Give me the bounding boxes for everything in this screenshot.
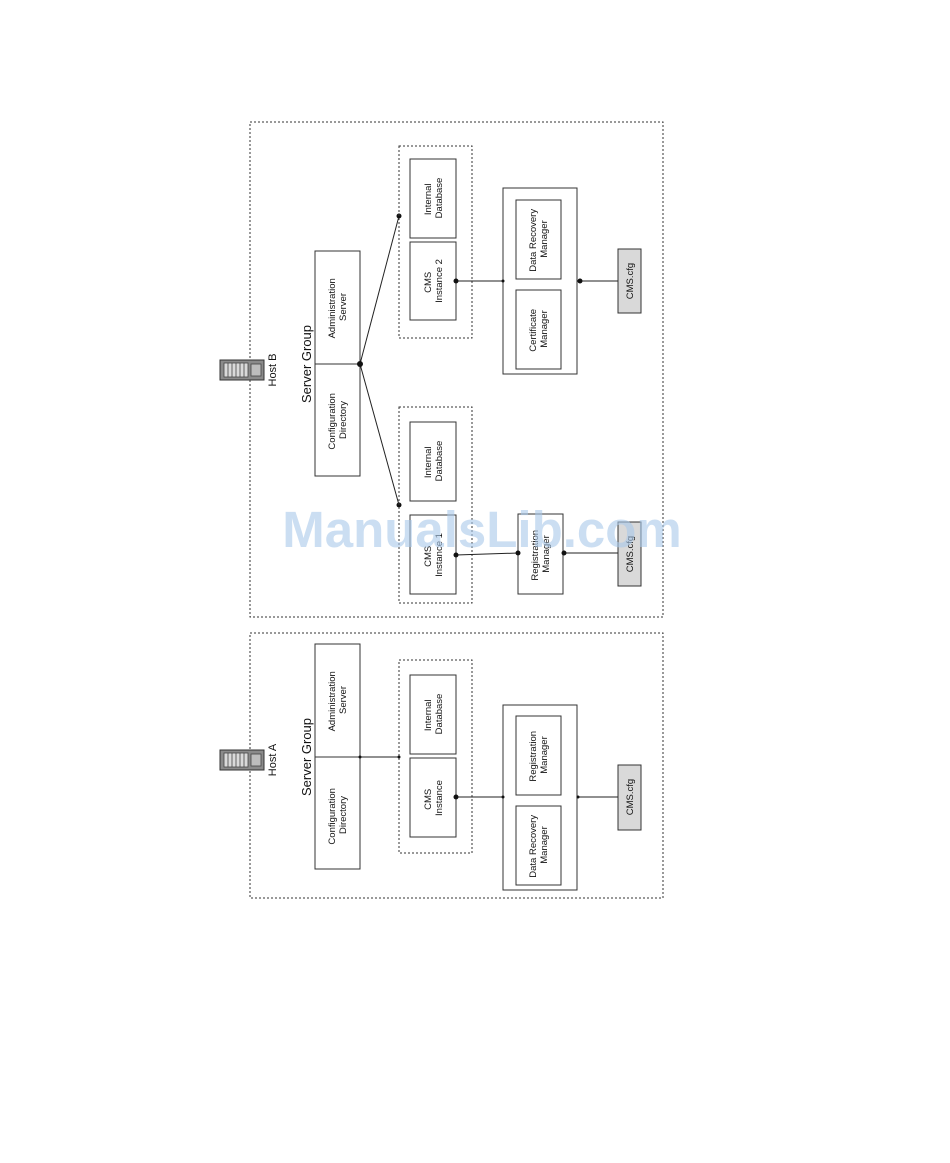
- host-b-cms1-container: [398, 406, 473, 604]
- watermark: ManualsLib.com: [282, 501, 682, 558]
- host-a-group: Host A Server Group Configuration Direct…: [219, 632, 664, 899]
- host-b-cms1-internal-database: Internal Database: [423, 441, 445, 482]
- host-b-registration-out-dot: [561, 550, 567, 556]
- host-a-link-end-dot: [397, 755, 401, 759]
- host-b-registration-manager-box: [517, 513, 564, 595]
- host-b-cms1-config-file: CMS.cfg: [625, 536, 636, 572]
- host-b-group: Host B Server Group Configuration Direct…: [219, 121, 664, 618]
- host-b-data-recovery-manager-box: [515, 199, 562, 280]
- host-b-cms2-internal-database-box: [409, 158, 457, 239]
- host-a-cms-container: [398, 659, 473, 854]
- host-a-internal-database-box: [409, 674, 457, 755]
- host-b-cms1-dot: [453, 552, 459, 558]
- host-b-data-recovery-manager: Data Recovery Manager: [528, 206, 550, 271]
- host-b-link-bottom: [359, 363, 400, 506]
- host-a-registration-manager: Registration Manager: [528, 728, 550, 781]
- host-a-data-recovery-manager-box: [515, 805, 562, 886]
- host-a-boundary: [249, 632, 664, 899]
- host-b-subsystem-out-dot: [577, 278, 583, 284]
- host-b-cms2-container: [398, 145, 473, 339]
- host-a-link-dot: [358, 755, 362, 759]
- host-b-cms2-internal-database: Internal Database: [423, 178, 445, 219]
- host-b-administration-server: Administration Server: [327, 276, 349, 339]
- host-b-cms1-instance: CMS Instance 1: [423, 533, 445, 577]
- host-b-server-icon: [219, 359, 265, 381]
- host-b-link-top: [359, 215, 400, 365]
- host-b-link-hub: [357, 361, 363, 367]
- host-b-cms2-instance: CMS Instance 2: [423, 259, 445, 303]
- host-a-subsystem-dot: [501, 795, 505, 799]
- host-a-cms-dot: [453, 794, 459, 800]
- host-a-registration-manager-box: [515, 715, 562, 796]
- host-b-registration-in-dot: [515, 550, 521, 556]
- host-a-cms-instance-box: [409, 757, 457, 838]
- host-a-configuration-directory: Configuration Directory: [327, 785, 349, 844]
- host-a-internal-database: Internal Database: [423, 694, 445, 735]
- host-b-subsystem-dot: [501, 279, 505, 283]
- host-b-cms2-dot: [453, 278, 459, 284]
- host-b-registration-manager: Registration Manager: [530, 527, 552, 580]
- host-b-server-group-label: Server Group: [299, 325, 314, 403]
- host-a-subsystem-out-dot: [576, 795, 580, 799]
- host-b-label: Host B: [267, 353, 279, 386]
- host-b-certificate-manager: Certificate Manager: [528, 306, 550, 351]
- host-b-cms1-instance-box: [409, 514, 457, 595]
- host-a-data-recovery-manager: Data Recovery Manager: [528, 812, 550, 877]
- host-a-server-group-label: Server Group: [299, 718, 314, 796]
- host-b-cms1-to-registration: [455, 552, 519, 556]
- host-a-administration-server: Administration Server: [327, 669, 349, 732]
- host-b-certificate-manager-box: [515, 289, 562, 370]
- host-b-cms1-internal-database-box: [409, 421, 457, 502]
- host-a-config-file: CMS.cfg: [625, 779, 636, 815]
- host-b-configuration-directory: Configuration Directory: [327, 390, 349, 449]
- host-b-cms1-config-file-box: [617, 521, 642, 587]
- host-a-server-icon: [219, 749, 265, 771]
- host-b-cms2-config-file: CMS.cfg: [625, 263, 636, 299]
- host-b-cms2-instance-box: [409, 241, 457, 321]
- host-a-cms-instance: CMS Instance: [423, 780, 445, 816]
- host-a-label: Host A: [267, 743, 279, 776]
